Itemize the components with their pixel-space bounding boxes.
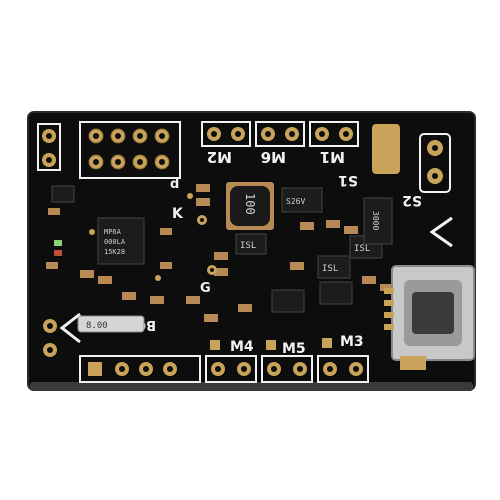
mcu-marking-1: MP6A — [104, 228, 122, 236]
label-s2: S2 — [402, 192, 422, 208]
led-red — [54, 250, 62, 256]
led-green — [54, 240, 62, 246]
bottom-left-header-outline — [79, 355, 201, 383]
label-m1: M1 — [320, 148, 345, 166]
chevron-left-icon — [59, 312, 81, 344]
crystal: 8.00 — [77, 315, 145, 333]
inductor-marking: 100 — [243, 193, 257, 215]
label-k: K — [172, 206, 184, 222]
pcb-board-bottom-edge — [30, 382, 473, 391]
label-m5: M5 — [282, 341, 306, 357]
bottom-motor-pads — [119, 355, 369, 383]
inductor: 100 — [226, 182, 274, 230]
label-m3: M3 — [340, 334, 364, 350]
mcu-marking-2: 000LA — [104, 238, 126, 246]
boot-pad — [322, 338, 332, 348]
boot-pad — [266, 340, 276, 350]
boot-pad — [210, 340, 220, 350]
mosfet-d — [319, 281, 353, 305]
top-motor-pads — [201, 121, 359, 147]
chevron-left-icon — [429, 216, 453, 248]
label-g: G — [200, 281, 211, 296]
crystal-marking: 8.00 — [86, 321, 108, 331]
label-d: d — [170, 177, 179, 192]
sot-chip-marking: S26V — [286, 197, 305, 206]
label-s1: S1 — [338, 172, 358, 188]
mcu-marking-3: 15K28 — [104, 248, 125, 256]
transistor — [51, 185, 75, 203]
left-edge-pads — [37, 123, 61, 171]
mosfet-a: ISL — [235, 233, 267, 255]
right-top-pads — [372, 124, 451, 193]
mosfet-c-marking: ISL — [354, 244, 370, 254]
top-left-header-outline — [79, 121, 181, 179]
sot-chip: S26V — [281, 187, 323, 213]
mosfet-b-marking: ISL — [322, 264, 338, 274]
mosfet-b: ISL — [317, 255, 351, 279]
usb-side-pad — [400, 356, 426, 370]
label-m6: M6 — [261, 148, 286, 166]
mcu-chip: MP6A 000LA 15K28 — [97, 217, 145, 265]
label-m2: M2 — [207, 148, 232, 166]
regulator-chip: 3000 — [363, 197, 393, 245]
regulator-marking: 3000 — [371, 211, 380, 230]
passive-components — [46, 184, 392, 322]
mosfet-e — [271, 289, 305, 313]
left-bottom-pads — [43, 319, 57, 357]
label-m4: M4 — [230, 339, 254, 355]
micro-usb-port — [384, 265, 475, 361]
mosfet-a-marking: ISL — [240, 241, 256, 251]
